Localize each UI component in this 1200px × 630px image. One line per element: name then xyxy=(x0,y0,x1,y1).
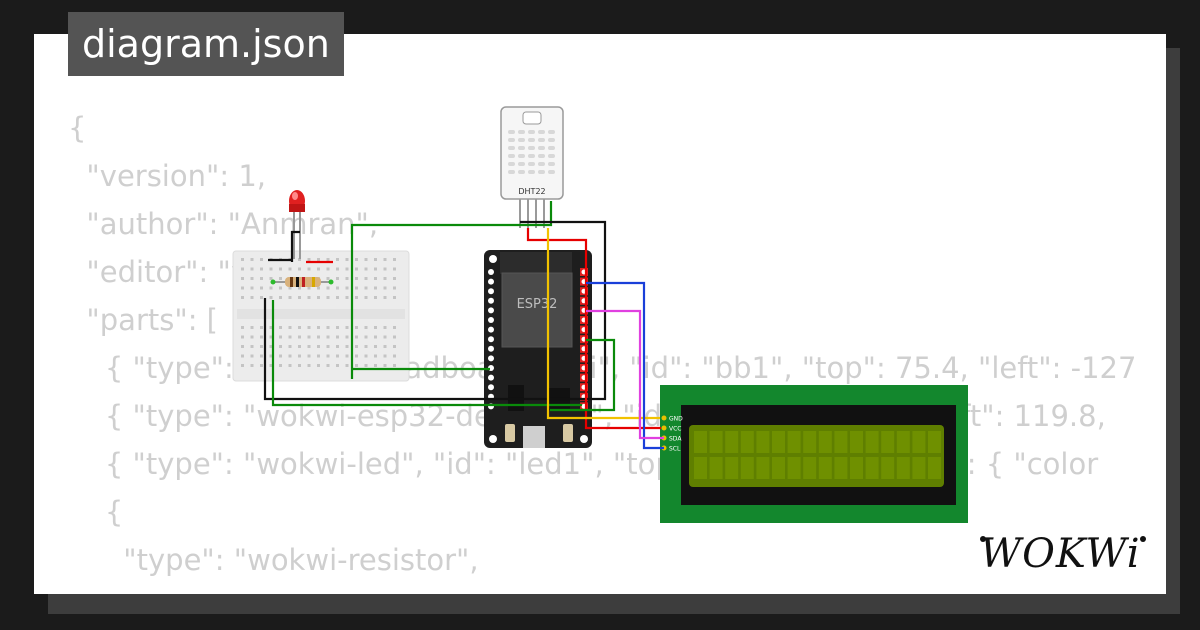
code-line: { xyxy=(68,495,124,529)
svg-text:WOKWi: WOKWi xyxy=(980,531,1141,577)
dht22-sensor: DHT22 xyxy=(500,106,564,228)
code-line: "parts": [ xyxy=(68,303,218,337)
resistor xyxy=(270,277,334,287)
dht22-label: DHT22 xyxy=(518,187,545,196)
breadboard xyxy=(232,250,410,382)
lcd-pin-label: SCL xyxy=(669,446,681,453)
esp32-label: ESP32 xyxy=(517,297,558,312)
code-line: { xyxy=(68,111,87,145)
lcd-display: GND VCC SDA SCL xyxy=(660,385,968,523)
lcd-pin-label: VCC xyxy=(669,426,681,433)
code-line: "id": "r1", xyxy=(68,584,1136,594)
file-title-tab: diagram.json xyxy=(68,12,344,76)
lcd-pin-label: SDA xyxy=(669,436,682,443)
lcd-pin-label: GND xyxy=(669,416,683,423)
code-line: "type": "wokwi-resistor", xyxy=(68,543,479,577)
wires xyxy=(263,201,664,450)
code-line: "version": 1, xyxy=(68,159,266,193)
red-led xyxy=(289,190,305,259)
wokwi-logo: WOKWi xyxy=(980,531,1146,577)
